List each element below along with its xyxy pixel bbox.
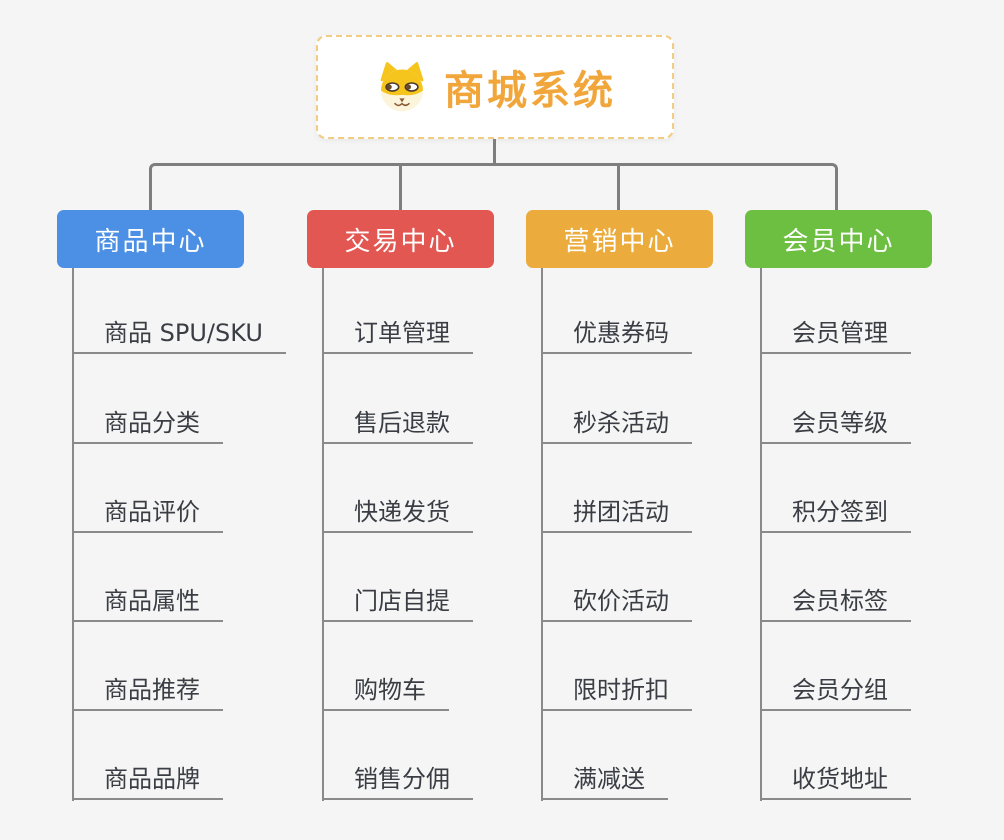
leaf-topic[interactable]: 商品 SPU/SKU xyxy=(72,314,286,354)
leaf-topic[interactable]: 商品属性 xyxy=(72,582,223,622)
leaf-topic[interactable]: 满减送 xyxy=(541,760,668,800)
leaf-topic[interactable]: 限时折扣 xyxy=(541,671,692,711)
leaf-topic[interactable]: 快递发货 xyxy=(322,493,473,533)
trunk-line xyxy=(760,268,762,801)
root-title: 商城系统 xyxy=(444,68,616,114)
trunk-line xyxy=(541,268,543,801)
leaf-topic[interactable]: 积分签到 xyxy=(760,493,911,533)
branch-node-products[interactable]: 商品中心 xyxy=(57,210,244,268)
leaf-topic[interactable]: 秒杀活动 xyxy=(541,404,692,444)
branch-drop-connector xyxy=(399,163,402,210)
branch-node-trade[interactable]: 交易中心 xyxy=(307,210,494,268)
leaf-topic[interactable]: 售后退款 xyxy=(322,404,473,444)
leaf-topic[interactable]: 订单管理 xyxy=(322,314,473,354)
leaf-topic[interactable]: 会员标签 xyxy=(760,582,911,622)
branch-node-marketing[interactable]: 营销中心 xyxy=(526,210,713,268)
leaf-topic[interactable]: 购物车 xyxy=(322,671,449,711)
dog-face-icon xyxy=(380,62,424,112)
leaf-topic[interactable]: 商品品牌 xyxy=(72,760,223,800)
leaf-topic[interactable]: 会员分组 xyxy=(760,671,911,711)
leaf-topic[interactable]: 会员等级 xyxy=(760,404,911,444)
leaf-topic[interactable]: 拼团活动 xyxy=(541,493,692,533)
branch-node-members[interactable]: 会员中心 xyxy=(745,210,932,268)
leaf-topic[interactable]: 门店自提 xyxy=(322,582,473,622)
leaf-topic[interactable]: 收货地址 xyxy=(760,760,911,800)
leaf-topic[interactable]: 销售分佣 xyxy=(322,760,473,800)
leaf-topic[interactable]: 商品推荐 xyxy=(72,671,223,711)
leaf-topic[interactable]: 优惠券码 xyxy=(541,314,692,354)
trunk-line xyxy=(72,268,74,801)
leaf-topic[interactable]: 会员管理 xyxy=(760,314,911,354)
leaf-topic[interactable]: 商品分类 xyxy=(72,404,223,444)
leaf-topic[interactable]: 商品评价 xyxy=(72,493,223,533)
root-node[interactable]: 商城系统 xyxy=(316,35,674,139)
trunk-line xyxy=(322,268,324,801)
branch-drop-connector xyxy=(617,163,620,210)
branch-bus-connector xyxy=(149,163,838,210)
leaf-topic[interactable]: 砍价活动 xyxy=(541,582,692,622)
root-stem-connector xyxy=(493,139,496,164)
